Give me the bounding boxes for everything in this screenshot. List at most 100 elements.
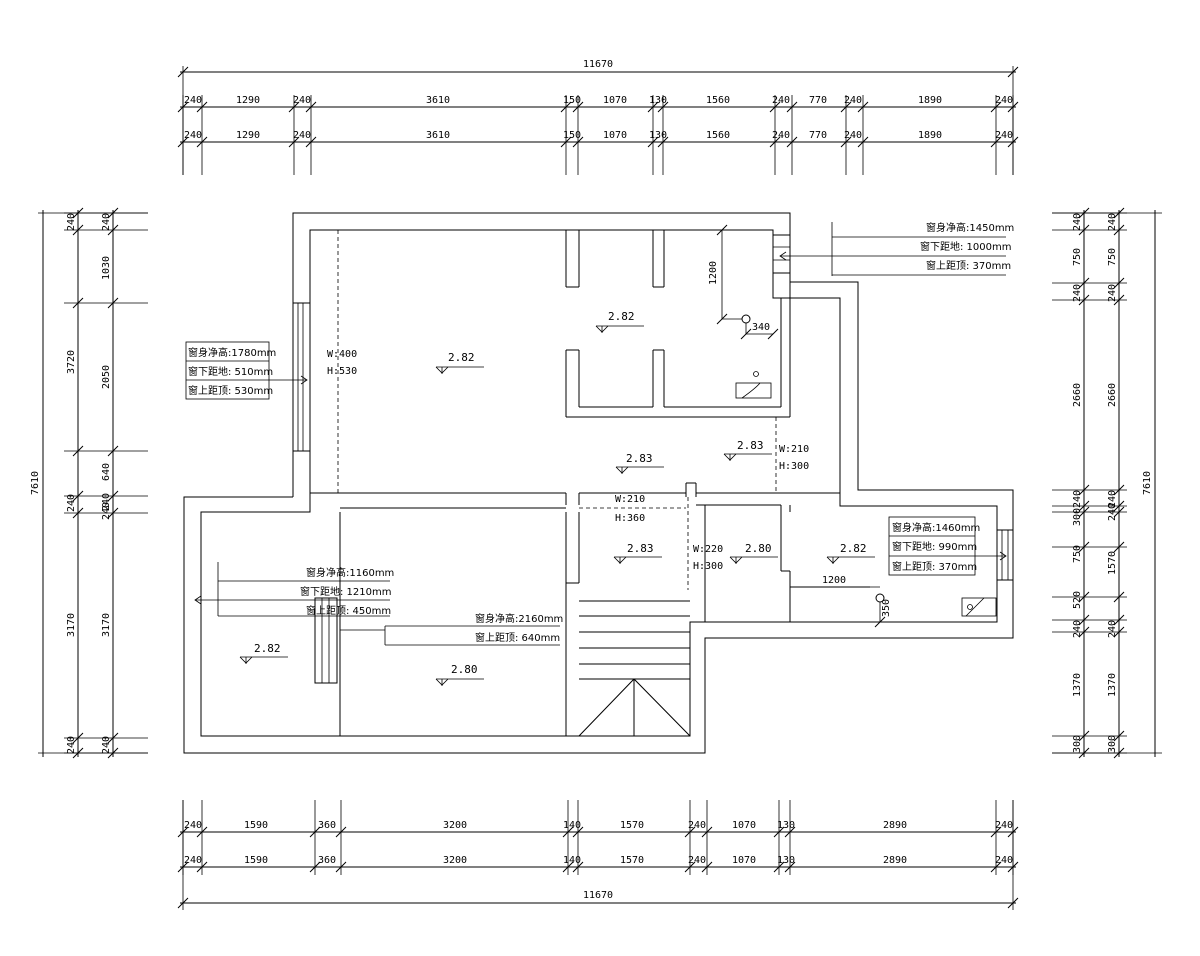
dim-tick [72, 207, 84, 219]
bottom-dim-label: 3200 [443, 820, 467, 831]
dim-tick [196, 101, 208, 113]
dim-tick [1113, 626, 1125, 638]
top-dim-label: 240 [995, 130, 1013, 141]
right-dim-label: 750 [1072, 545, 1083, 563]
dim-tick [196, 136, 208, 148]
dim-tick [773, 826, 785, 838]
right-dim-label: 240 [1107, 490, 1118, 508]
floor-height: 2.80 [451, 663, 478, 676]
dim-tick [701, 861, 713, 873]
bottom-dim-label: 1570 [620, 855, 644, 866]
dim-tick [1113, 484, 1125, 496]
top-dim-label: 1070 [603, 95, 627, 106]
dim-tick [1078, 277, 1090, 289]
dim-tick [1078, 224, 1090, 236]
dim-tick [560, 136, 572, 148]
dim-tick [572, 136, 584, 148]
top-dim-label: 1560 [706, 95, 730, 106]
window-spec: 窗上距顶: 450mm [306, 604, 391, 617]
drain-icon [741, 314, 751, 324]
top-dim-label: 1070 [603, 130, 627, 141]
left-dimensions: 7610 240 3720 240 3170 240 240 1030 2050… [30, 207, 148, 759]
left-dim-label: 240 [101, 736, 112, 754]
window-annotation-5: 窗身净高:2160mm 窗上距顶: 640mm [340, 612, 563, 646]
dim-tick [335, 861, 347, 873]
left-dim-label: 240 [66, 736, 77, 754]
left-dim-label: 240 [66, 213, 77, 231]
window-spec: 窗身净高:1450mm [926, 221, 1014, 234]
dim-tick [990, 101, 1002, 113]
window-spec: 窗身净高:2160mm [475, 612, 563, 625]
top-dim-label: 1560 [706, 130, 730, 141]
top-dim-label: 770 [809, 95, 827, 106]
dim-tick [107, 747, 119, 759]
dim-tick [560, 101, 572, 113]
dim-tick [1113, 614, 1125, 626]
dim-tick [177, 826, 189, 838]
dim-tick [1078, 294, 1090, 306]
dim-tick [72, 445, 84, 457]
left-dim-label: 2050 [101, 365, 112, 389]
bottom-total-dim: 11670 [583, 890, 613, 901]
bottom-dim-label: 140 [563, 855, 581, 866]
bottom-dim-label: 1070 [732, 820, 756, 831]
floor-height: 2.83 [627, 542, 654, 555]
bottom-dim-label: 1590 [244, 820, 268, 831]
window-spec: 窗下距地: 1000mm [920, 240, 1011, 253]
window-spec: 窗上距顶: 370mm [926, 259, 1011, 272]
bottom-dim-label: 240 [184, 820, 202, 831]
dim-tick [288, 136, 300, 148]
window-spec: 窗上距顶: 530mm [188, 384, 273, 397]
dim-tick [1078, 730, 1090, 742]
top-dim-label: 240 [293, 130, 311, 141]
left-dim-label: 240 [101, 502, 112, 520]
dim-tick [784, 861, 796, 873]
walls [183, 212, 1014, 754]
right-dim-label: 240 [1072, 490, 1083, 508]
bottom-dim-label: 1590 [244, 855, 268, 866]
floor-height: 2.82 [608, 310, 635, 323]
dim-tick [177, 861, 189, 873]
top-dim-label: 3610 [426, 130, 450, 141]
dim-tick [562, 826, 574, 838]
dim-tick [684, 861, 696, 873]
dim-tick [701, 826, 713, 838]
window-spec: 窗下距地: 1210mm [300, 585, 391, 598]
top-dim-label: 1890 [918, 95, 942, 106]
bottom-dim-label: 130 [777, 820, 795, 831]
window-spec: 窗上距顶: 640mm [475, 631, 560, 644]
dim-tick [1007, 861, 1019, 873]
dim-tick [857, 136, 869, 148]
right-dim-label: 2660 [1107, 383, 1118, 407]
bottom-dimensions: 11670 240 1590 360 3200 140 1570 240 107… [177, 800, 1019, 910]
dim-tick [786, 136, 798, 148]
window-annotation-4: 窗身净高:1160mm 窗下距地: 1210mm 窗上距顶: 450mm [194, 562, 394, 617]
dim-tick [72, 507, 84, 519]
dim-tick [1113, 294, 1125, 306]
right-dim-label: 300 [1107, 735, 1118, 753]
dim-tick [990, 136, 1002, 148]
top-dim-label: 240 [844, 95, 862, 106]
dim-tick [1078, 591, 1090, 603]
left-dim-label: 3170 [66, 613, 77, 637]
dim-tick [647, 101, 659, 113]
opening-height: H:300 [693, 561, 723, 572]
top-dim-label: 1890 [918, 130, 942, 141]
dim-tick [1078, 747, 1090, 759]
right-dim-label: 240 [1107, 213, 1118, 231]
bottom-dim-label: 140 [563, 820, 581, 831]
dim-tick [1113, 207, 1125, 219]
dim-tick [684, 826, 696, 838]
dim-tick [288, 101, 300, 113]
dim-tick [72, 490, 84, 502]
bottom-dim-label: 240 [995, 855, 1013, 866]
top-dim-label: 240 [772, 95, 790, 106]
window-spec: 窗身净高:1160mm [306, 566, 394, 579]
floor-height: 2.82 [840, 542, 867, 555]
dim-tick [1078, 541, 1090, 553]
top-dim-label: 150 [563, 130, 581, 141]
top-dim-label: 130 [649, 130, 667, 141]
right-total-dim: 7610 [1142, 471, 1153, 495]
bottom-dim-label: 130 [777, 855, 795, 866]
dim-tick [305, 101, 317, 113]
